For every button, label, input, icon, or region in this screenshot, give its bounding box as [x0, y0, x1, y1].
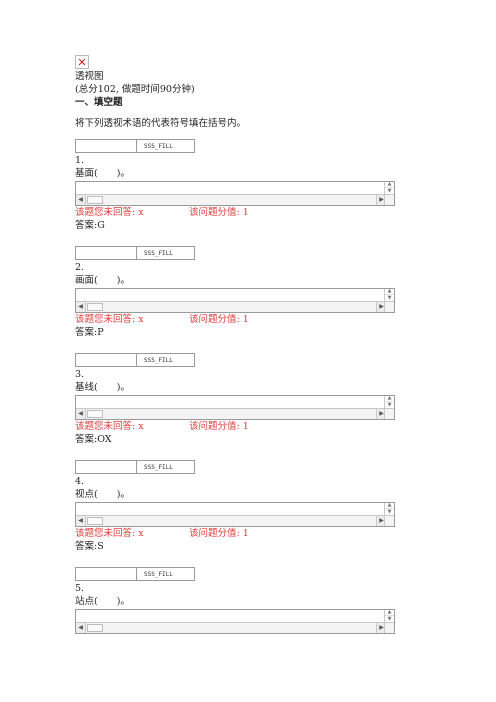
vertical-scrollbar[interactable]: ▲▼ [384, 182, 394, 194]
question-4: SSS_FILL 4. 视点( )。 ▲▼ ◀▶ 该题您未回答: x 该问题分值… [75, 460, 415, 553]
scroll-corner [384, 301, 394, 312]
scroll-right-icon[interactable]: ▶ [376, 195, 386, 205]
answer-textarea[interactable]: ▲▼ ◀▶ [75, 395, 395, 420]
scroll-right-icon[interactable]: ▶ [376, 409, 386, 419]
question-stem: 站点( )。 [75, 595, 130, 607]
fill-input[interactable] [75, 139, 137, 153]
fill-label: SSS_FILL [137, 460, 195, 474]
answer-textarea[interactable]: ▲▼ ◀▶ [75, 609, 395, 634]
scroll-corner [384, 194, 394, 205]
scroll-thumb[interactable] [87, 410, 103, 418]
fill-label: SSS_FILL [137, 139, 195, 153]
scroll-left-icon[interactable]: ◀ [76, 623, 86, 633]
scroll-left-icon[interactable]: ◀ [76, 516, 86, 526]
fill-label: SSS_FILL [137, 353, 195, 367]
question-stem: 视点( )。 [75, 488, 130, 500]
question-1: SSS_FILL 1. 基面( )。 ▲▼ ◀▶ 该题您未回答: x 该问题分值… [75, 139, 415, 232]
broken-image-icon: ✕ [75, 55, 89, 69]
vertical-scrollbar[interactable]: ▲▼ [384, 289, 394, 301]
scroll-up-icon[interactable]: ▲ [385, 503, 394, 509]
fill-label: SSS_FILL [137, 567, 195, 581]
answer-textarea[interactable]: ▲▼ ◀▶ [75, 288, 395, 313]
answer-text: 答案:P [75, 326, 104, 338]
question-score: 该问题分值: 1 [189, 528, 249, 539]
scroll-right-icon[interactable]: ▶ [376, 623, 386, 633]
answer-textarea[interactable]: ▲▼ ◀▶ [75, 181, 395, 206]
fill-row: SSS_FILL [75, 139, 415, 153]
fill-input[interactable] [75, 353, 137, 367]
vertical-scrollbar[interactable]: ▲▼ [384, 610, 394, 622]
question-number: 5. [75, 583, 85, 594]
fill-row: SSS_FILL [75, 246, 415, 260]
question-stem: 基面( )。 [75, 167, 130, 179]
scroll-down-icon[interactable]: ▼ [387, 401, 392, 408]
fill-row: SSS_FILL [75, 353, 415, 367]
scroll-down-icon[interactable]: ▼ [387, 615, 392, 622]
status-row: 该题您未回答: x 该问题分值: 1 [75, 421, 415, 434]
answer-textarea[interactable]: ▲▼ ◀▶ [75, 502, 395, 527]
scroll-corner [384, 515, 394, 526]
unanswered-status: 该题您未回答: x [75, 421, 144, 432]
question-score: 该问题分值: 1 [189, 421, 249, 432]
section-title: 一、填空题 [75, 97, 123, 108]
scroll-thumb[interactable] [87, 196, 103, 204]
fill-input[interactable] [75, 246, 137, 260]
question-5: SSS_FILL 5. 站点( )。 ▲▼ ◀▶ [75, 567, 415, 634]
scroll-down-icon[interactable]: ▼ [387, 508, 392, 515]
scroll-down-icon[interactable]: ▼ [387, 294, 392, 301]
question-score: 该问题分值: 1 [189, 207, 249, 218]
document-page: ✕ 透视图 (总分102, 做题时间90分钟) 一、填空题 将下列透视术语的代表… [75, 55, 415, 648]
scroll-left-icon[interactable]: ◀ [76, 302, 86, 312]
question-stem: 画面( )。 [75, 274, 130, 286]
scroll-thumb[interactable] [87, 517, 103, 525]
vertical-scrollbar[interactable]: ▲▼ [384, 396, 394, 408]
instruction: 将下列透视术语的代表符号填在括号内。 [75, 117, 247, 129]
scroll-left-icon[interactable]: ◀ [76, 195, 86, 205]
question-number: 3. [75, 369, 85, 380]
scroll-up-icon[interactable]: ▲ [385, 289, 394, 295]
horizontal-scrollbar[interactable]: ◀▶ [76, 515, 386, 526]
unanswered-status: 该题您未回答: x [75, 207, 144, 218]
question-number: 2. [75, 262, 85, 273]
question-score: 该问题分值: 1 [189, 314, 249, 325]
doc-title: 透视图 [75, 71, 104, 82]
unanswered-status: 该题您未回答: x [75, 314, 144, 325]
question-stem: 基线( )。 [75, 381, 130, 393]
fill-row: SSS_FILL [75, 460, 415, 474]
scroll-corner [384, 622, 394, 633]
scroll-up-icon[interactable]: ▲ [385, 396, 394, 402]
unanswered-status: 该题您未回答: x [75, 528, 144, 539]
fill-row: SSS_FILL [75, 567, 415, 581]
question-number: 1. [75, 155, 85, 166]
horizontal-scrollbar[interactable]: ◀▶ [76, 301, 386, 312]
fill-label: SSS_FILL [137, 246, 195, 260]
question-number: 4. [75, 476, 85, 487]
scroll-corner [384, 408, 394, 419]
scroll-right-icon[interactable]: ▶ [376, 516, 386, 526]
fill-input[interactable] [75, 460, 137, 474]
scroll-up-icon[interactable]: ▲ [385, 182, 394, 188]
scroll-right-icon[interactable]: ▶ [376, 302, 386, 312]
answer-text: 答案:G [75, 219, 105, 231]
scroll-up-icon[interactable]: ▲ [385, 610, 394, 616]
answer-text: 答案:S [75, 540, 104, 552]
answer-text: 答案:OX [75, 433, 112, 445]
scroll-left-icon[interactable]: ◀ [76, 409, 86, 419]
horizontal-scrollbar[interactable]: ◀▶ [76, 194, 386, 205]
question-2: SSS_FILL 2. 画面( )。 ▲▼ ◀▶ 该题您未回答: x 该问题分值… [75, 246, 415, 339]
vertical-scrollbar[interactable]: ▲▼ [384, 503, 394, 515]
doc-meta: (总分102, 做题时间90分钟) [75, 83, 195, 95]
horizontal-scrollbar[interactable]: ◀▶ [76, 622, 386, 633]
status-row: 该题您未回答: x 该问题分值: 1 [75, 528, 415, 541]
scroll-thumb[interactable] [87, 303, 103, 311]
scroll-thumb[interactable] [87, 624, 103, 632]
question-3: SSS_FILL 3. 基线( )。 ▲▼ ◀▶ 该题您未回答: x 该问题分值… [75, 353, 415, 446]
status-row: 该题您未回答: x 该问题分值: 1 [75, 314, 415, 327]
scroll-down-icon[interactable]: ▼ [387, 187, 392, 194]
status-row: 该题您未回答: x 该问题分值: 1 [75, 207, 415, 220]
fill-input[interactable] [75, 567, 137, 581]
horizontal-scrollbar[interactable]: ◀▶ [76, 408, 386, 419]
